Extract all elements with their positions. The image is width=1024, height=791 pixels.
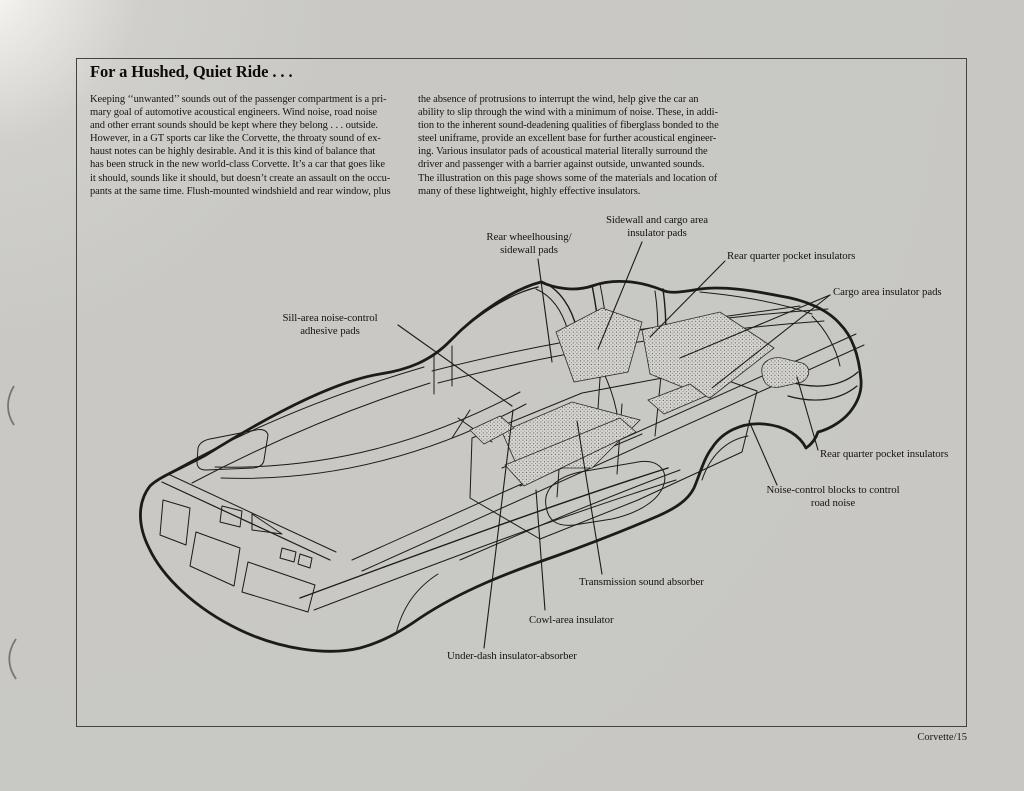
diagram-label-rear-quarter-top: Rear quarter pocket insulators (727, 250, 856, 262)
diagram-label-cowl-area: Cowl-area insulator (529, 614, 614, 626)
diagram-label-cargo-area: Cargo area insulator pads (833, 286, 942, 298)
page-number: Corvette/15 (917, 732, 967, 743)
body-column-left: Keeping ‘‘unwanted’’ sounds out of the p… (90, 94, 391, 197)
page-title: For a Hushed, Quiet Ride . . . (90, 62, 293, 81)
diagram-label-sidewall-cargo: Sidewall and cargo area insulator pads (605, 214, 709, 240)
diagram-label-transmission: Transmission sound absorber (579, 576, 704, 588)
content-border-box (76, 58, 967, 727)
diagram-label-rear-wheelhousing: Rear wheelhousing/ sidewall pads (486, 231, 572, 257)
diagram-label-under-dash: Under-dash insulator-absorber (447, 650, 577, 662)
diagram-label-sill-area: Sill-area noise-control adhesive pads (282, 312, 378, 338)
diagram-label-noise-control: Noise-control blocks to control road noi… (766, 484, 900, 510)
scan-artifact-marks (7, 385, 17, 680)
body-column-right: the absence of protrusions to interrupt … (418, 94, 719, 197)
diagram-label-rear-quarter-bottom: Rear quarter pocket insulators (820, 448, 949, 460)
